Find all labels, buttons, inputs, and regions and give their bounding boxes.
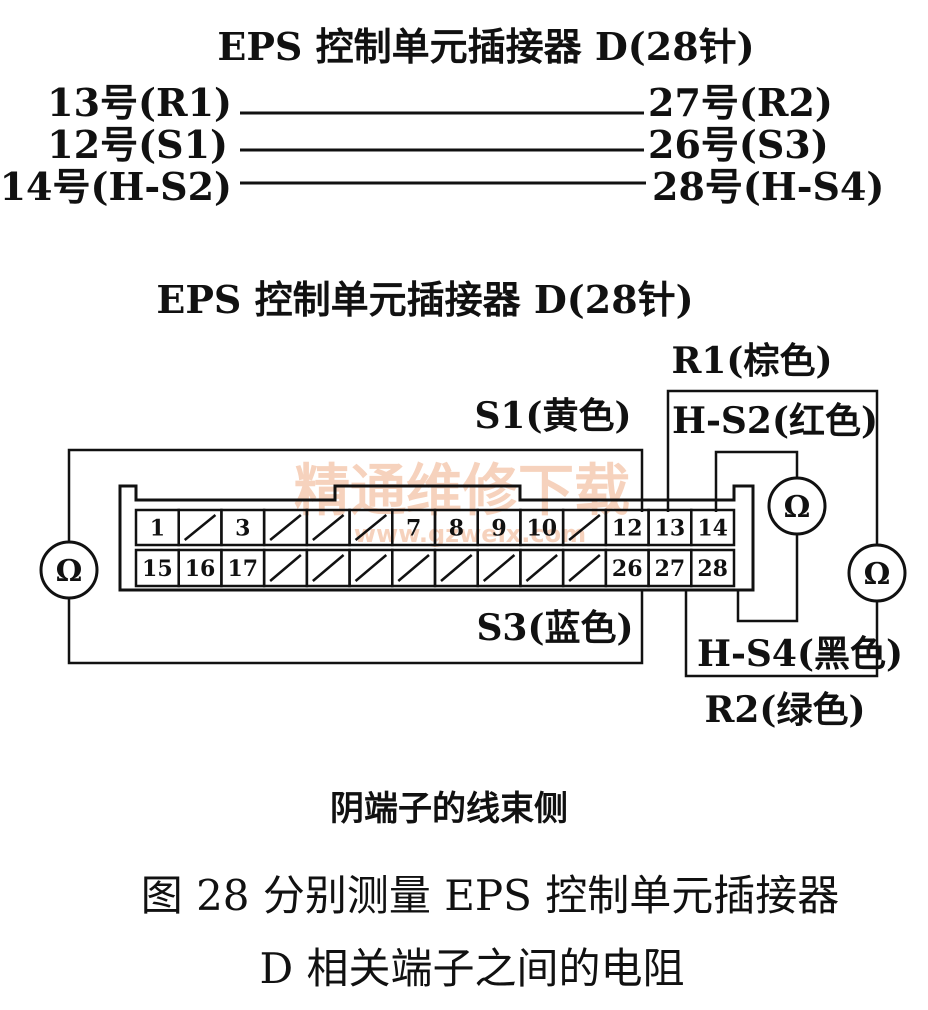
wire-r1-r2-loop (666, 389, 879, 678)
pin-unused-slash (269, 514, 302, 541)
wire-r1 (666, 389, 879, 546)
pin-unused-slash (440, 554, 473, 582)
figure-caption-line-1: 图 28 分别测量 EPS 控制单元插接器 (141, 871, 840, 920)
pair-3-left: 14号(H-S2) (0, 164, 232, 209)
pin-number: 13 (655, 516, 686, 542)
pair-2-right: 26号(S3) (648, 122, 829, 167)
ohmmeter-left: Ω (39, 540, 99, 600)
ohm-icon: Ω (784, 490, 811, 525)
pair-3-right: 28号(H-S4) (652, 164, 884, 209)
ohm-icon: Ω (864, 557, 891, 592)
pin-unused-slash (354, 514, 388, 541)
wire-label-s1: S1(黄色) (474, 395, 631, 437)
pin-number: 8 (449, 516, 464, 542)
wire-label-r2: R2(绿色) (704, 689, 865, 731)
pin-number: 26 (612, 556, 643, 582)
pin-cell (690, 548, 736, 588)
pin-number: 9 (491, 516, 506, 542)
wire-s3 (67, 590, 644, 665)
figure-caption-line-2: D 相关端子之间的电阻 (259, 944, 684, 993)
harness-side-label: 阴端子的线束侧 (330, 789, 568, 829)
wire-r2 (684, 590, 879, 678)
pin-number: 15 (142, 556, 173, 582)
pin-unused-slash (525, 554, 558, 582)
ohmmeter-right: Ω (847, 543, 907, 603)
watermark-text: 精通维修下载 (294, 459, 630, 524)
pair-1-left: 13号(R1) (47, 80, 232, 125)
wire-s1-s3-loop (67, 448, 644, 665)
pin-number: 27 (655, 556, 686, 582)
wire-hs2 (714, 450, 799, 512)
pin-number: 12 (612, 516, 643, 542)
pin-number: 28 (697, 556, 728, 582)
wire-hs4 (736, 534, 799, 623)
pin-number: 17 (227, 556, 258, 582)
pin-unused-slash (269, 554, 302, 582)
pin-cell (690, 508, 736, 547)
pin-unused-slash (312, 554, 345, 582)
pin-unused-slash (397, 554, 430, 582)
pin-unused-slash (354, 554, 388, 582)
top-title: EPS 控制单元插接器 D(28针) (217, 24, 754, 69)
pin-number: 16 (185, 556, 216, 582)
pin-unused-slash (568, 514, 601, 541)
wire-label-s3: S3(蓝色) (476, 607, 633, 649)
ohm-icon: Ω (56, 554, 83, 589)
connector-title: EPS 控制单元插接器 D(28针) (156, 277, 693, 322)
wire-label-hs2: H-S2(红色) (672, 400, 878, 442)
pair-1-right: 27号(R2) (648, 80, 833, 125)
pin-number: 1 (150, 516, 165, 542)
pin-number: 14 (697, 516, 728, 542)
pin-unused-slash (568, 554, 601, 582)
wire-label-r1: R1(棕色) (671, 340, 832, 382)
pair-2-left: 12号(S1) (47, 122, 228, 167)
wire-s1 (67, 448, 644, 541)
connector-housing (118, 484, 755, 592)
pin-unused-slash (312, 514, 345, 541)
wire-hs2-hs4-loop (714, 450, 799, 623)
wire-label-hs4: H-S4(黑色) (697, 633, 903, 675)
pin-number: 10 (526, 516, 557, 542)
pin-number: 7 (406, 516, 421, 542)
pin-unused-slash (482, 554, 516, 582)
pin-unused-slash (183, 514, 217, 541)
pair-list: 13号(R1) 27号(R2) 12号(S1) 26号(S3) 14号(H-S2… (0, 80, 884, 209)
pin-number: 3 (235, 516, 250, 542)
ohmmeter-middle: Ω (767, 476, 827, 536)
